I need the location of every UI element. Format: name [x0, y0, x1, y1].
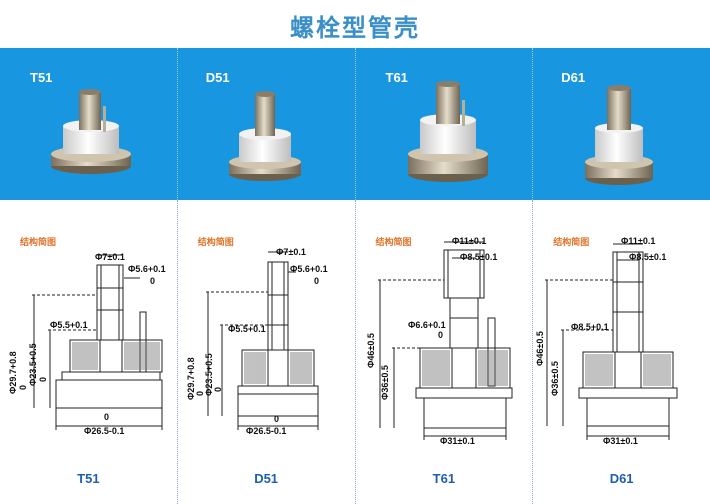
- dim-top-dia: Φ7±0.1: [276, 247, 306, 257]
- photo-cell-t61: T61: [356, 48, 534, 200]
- dim-pin-dia: Φ5.6+0.1: [290, 264, 328, 274]
- structure-drawing-d61: Φ11±0.1 Φ8.5±0.1 Φ8.5+0.1 Φ46±0.5 Φ36±0.…: [535, 236, 678, 446]
- structure-label: 结构简图: [197, 237, 234, 247]
- model-caption-t61: T61: [432, 471, 456, 486]
- page-title: 螺栓型管壳: [290, 13, 420, 42]
- drawing-cell-d51: 结构简图 Φ7±0.1: [177, 200, 356, 504]
- dim-pin-dia-tol: 0: [314, 276, 319, 286]
- photo-cell-d51: D51: [178, 48, 356, 200]
- dim-pin-dia-tol: 0: [150, 276, 155, 286]
- model-caption-d61: D61: [609, 471, 634, 486]
- dim-height-body: Φ23.5+0.5: [28, 343, 38, 386]
- dim-top-dia: Φ11±0.1: [621, 236, 655, 246]
- dim-base-dia: Φ26.5-0.1: [246, 426, 286, 436]
- dim-inner-dia: Φ5.5+0.1: [228, 324, 266, 334]
- dim-base-dia: Φ31±0.1: [440, 436, 475, 446]
- dim-height-body-tol: 0: [38, 377, 48, 382]
- dim-height-body: Φ23.5+0.5: [204, 353, 214, 396]
- drawing-cell-t51: 结构简图 Φ7±: [0, 200, 178, 504]
- dim-base-dia: Φ31±0.1: [603, 436, 638, 446]
- dim-inner-dia: Φ6.6+0.1: [408, 320, 446, 330]
- dim-height-total-tol: 0: [195, 391, 205, 396]
- dim-inner-dia: Φ8.5+0.1: [571, 322, 609, 332]
- photo-label-t61: T61: [385, 70, 408, 85]
- structure-label: 结构简图: [20, 237, 57, 247]
- dim-height-body: Φ36±0.5: [550, 361, 560, 396]
- dim-mid-dia: Φ8.5±0.1: [460, 252, 497, 262]
- product-photo-t61: [407, 81, 488, 182]
- photo-cell-d61: D61: [533, 48, 710, 200]
- product-photo-d51: [228, 91, 301, 181]
- photo-cell-t51: T51: [0, 48, 178, 200]
- structure-drawing-d51: Φ7±0.1 Φ5.6+0.1 0 Φ5.5+0.1 Φ29.7+0.8 0 Φ…: [186, 247, 328, 436]
- dim-inner-dia: Φ5.5+0.1: [50, 320, 88, 330]
- dim-height-body: Φ36±0.5: [380, 365, 390, 400]
- dim-height-total: Φ46±0.5: [535, 331, 545, 366]
- product-photo-d61: [585, 85, 654, 185]
- dim-height-total-tol: 0: [18, 385, 28, 390]
- drawing-cell-t61: 结构简图: [355, 200, 534, 504]
- dim-height-total: Φ46±0.5: [366, 333, 376, 368]
- model-caption-d51: D51: [254, 471, 279, 486]
- model-caption-t51: T51: [77, 471, 100, 486]
- dim-height-total: Φ29.7+0.8: [186, 357, 196, 400]
- structure-drawings: 结构简图 Φ7±: [0, 200, 710, 504]
- dim-top-dia: Φ11±0.1: [452, 236, 486, 246]
- dim-base-dia-tol: 0: [274, 414, 279, 424]
- photo-label-t51: T51: [30, 70, 53, 85]
- structure-drawing-t51: Φ7±0.1 Φ5.6+0.1 0 Φ5.5+0.1 Φ29.7+0.8 0 Φ…: [8, 252, 166, 436]
- dim-pin-dia: Φ5.6+0.1: [128, 264, 166, 274]
- product-photo-banner: T51 D51 T61: [0, 48, 710, 200]
- drawing-cell-d61: 结构简图 Φ11±0.1: [533, 200, 710, 504]
- product-photo-t51: [51, 89, 131, 174]
- dim-height-total: Φ29.7+0.8: [8, 351, 18, 394]
- dim-base-dia-tol: 0: [104, 412, 109, 422]
- dim-height-body-tol: 0: [213, 387, 223, 392]
- dim-mid-dia: Φ8.5±0.1: [629, 252, 666, 262]
- photo-label-d51: D51: [205, 70, 230, 85]
- dim-top-dia: Φ7±0.1: [95, 252, 125, 262]
- structure-label: 结构简图: [375, 237, 412, 247]
- structure-label: 结构简图: [553, 237, 590, 247]
- dim-base-dia: Φ26.5-0.1: [84, 426, 124, 436]
- structure-drawing-t61: Φ11±0.1 Φ8.5±0.1 Φ6.6+0.1 0 Φ46±0.5 Φ36±…: [366, 236, 512, 446]
- photo-label-d61: D61: [561, 70, 586, 85]
- dim-inner-dia-tol: 0: [438, 330, 443, 340]
